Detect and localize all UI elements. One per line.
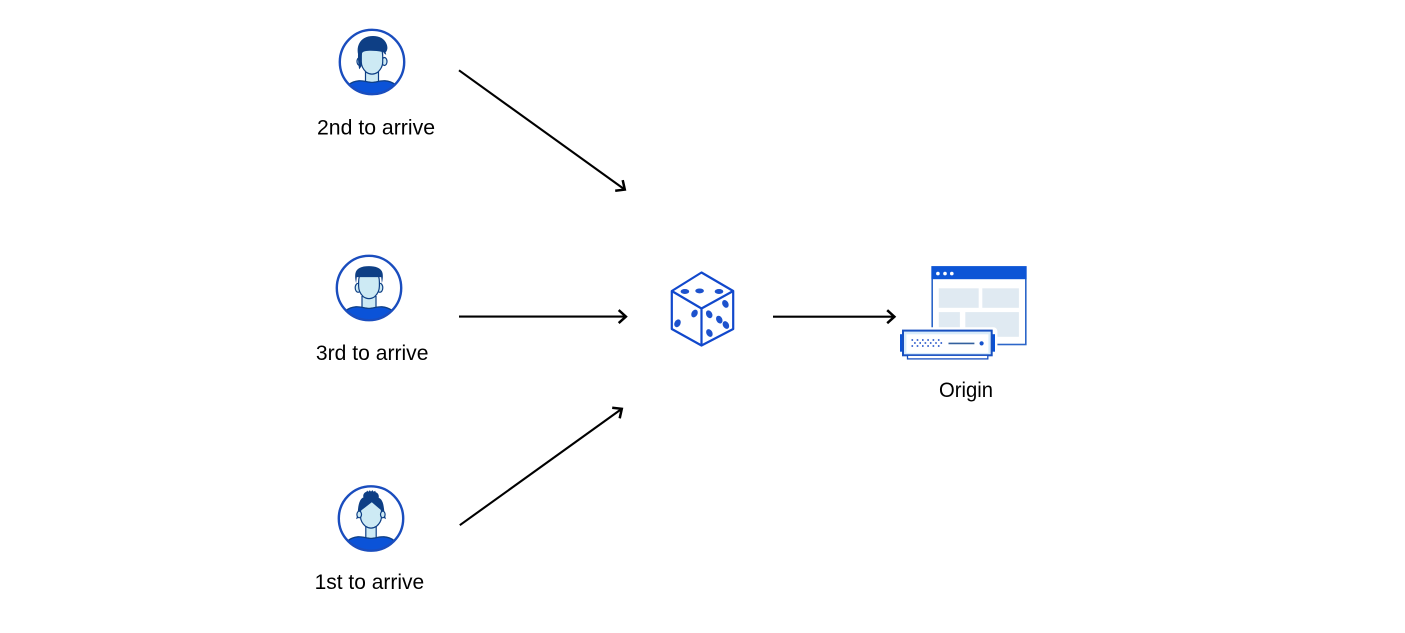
svg-text:Origin: Origin xyxy=(939,379,993,402)
svg-text:2nd to arrive: 2nd to arrive xyxy=(317,117,435,140)
svg-text:1st to arrive: 1st to arrive xyxy=(315,571,425,594)
svg-text:3rd to arrive: 3rd to arrive xyxy=(316,342,429,365)
